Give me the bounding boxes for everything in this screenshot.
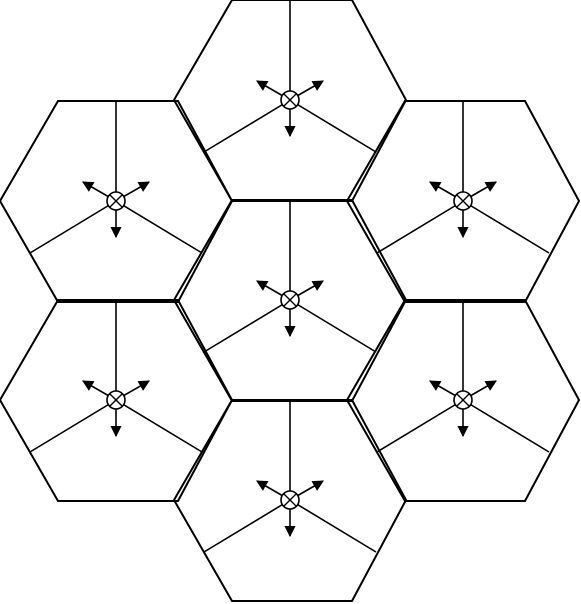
sector-boundary	[115, 399, 203, 453]
hex-cell-bottom	[172, 399, 408, 602]
antenna-site-icon	[280, 290, 300, 310]
sector-boundary	[29, 200, 117, 254]
hex-cell-lower-left	[0, 299, 234, 502]
antenna-site-icon	[453, 390, 473, 410]
sector-boundary	[203, 99, 291, 153]
hex-cell-center	[172, 199, 408, 402]
sector-boundary	[376, 200, 464, 254]
antenna-site-icon	[106, 390, 126, 410]
hexagon-outline	[172, 399, 408, 602]
sector-boundary	[289, 499, 377, 553]
sector-boundary	[289, 299, 377, 353]
hex-cell-top	[172, 0, 408, 202]
sector-boundary	[29, 399, 117, 453]
sector-boundary	[115, 200, 203, 254]
hex-cell-upper-right	[345, 100, 581, 303]
sector-boundary	[289, 99, 377, 153]
antenna-site-icon	[280, 490, 300, 510]
hex-cell-upper-left	[0, 100, 234, 303]
sector-boundary	[376, 399, 464, 453]
sector-boundary	[203, 299, 291, 353]
antenna-site-icon	[280, 90, 300, 110]
antenna-site-icon	[106, 191, 126, 211]
hexagon-outline	[0, 299, 234, 502]
antenna-site-icon	[453, 191, 473, 211]
sector-boundary	[462, 200, 550, 254]
sector-boundary	[462, 399, 550, 453]
sector-boundary	[203, 499, 291, 553]
hex-cell-lower-right	[345, 299, 581, 502]
